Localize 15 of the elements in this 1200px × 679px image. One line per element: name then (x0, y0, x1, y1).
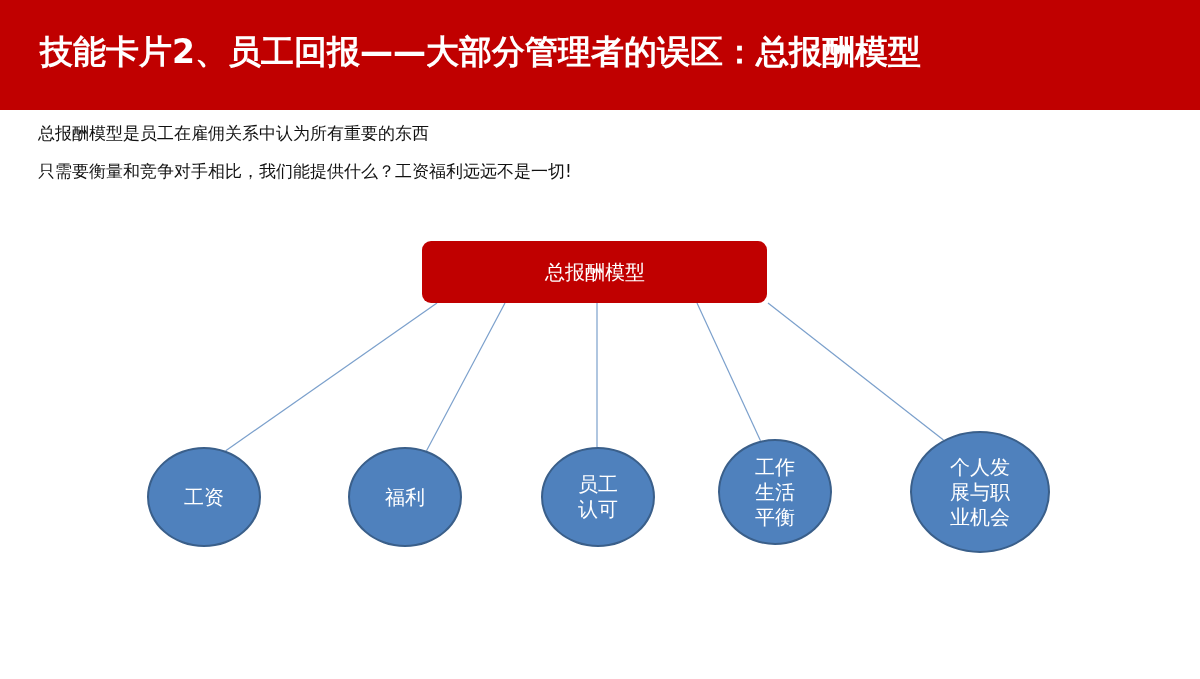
title: 技能卡片2、员工回报——大部分管理者的误区：总报酬模型 (40, 31, 921, 73)
connector-line (425, 302, 506, 452)
note-text: 只需要衡量和竞争对手相比，我们能提供什么？工资福利远远不是一切! (38, 160, 572, 183)
connector-line (696, 302, 762, 442)
node-label: 员工认可 (577, 472, 619, 522)
connector-line (596, 302, 598, 448)
connector-line (767, 302, 945, 441)
title-box (422, 241, 767, 303)
connector-line (225, 302, 438, 452)
node-label: 总报酬模型 (544, 259, 645, 285)
node-label: 工资 (183, 484, 225, 510)
node-label: 福利 (384, 484, 426, 510)
node-label: 工作生活平衡 (754, 454, 796, 530)
node-label: 个人发展与职业机会 (949, 454, 1011, 530)
note-text: 总报酬模型是员工在雇佣关系中认为所有重要的东西 (38, 122, 429, 145)
